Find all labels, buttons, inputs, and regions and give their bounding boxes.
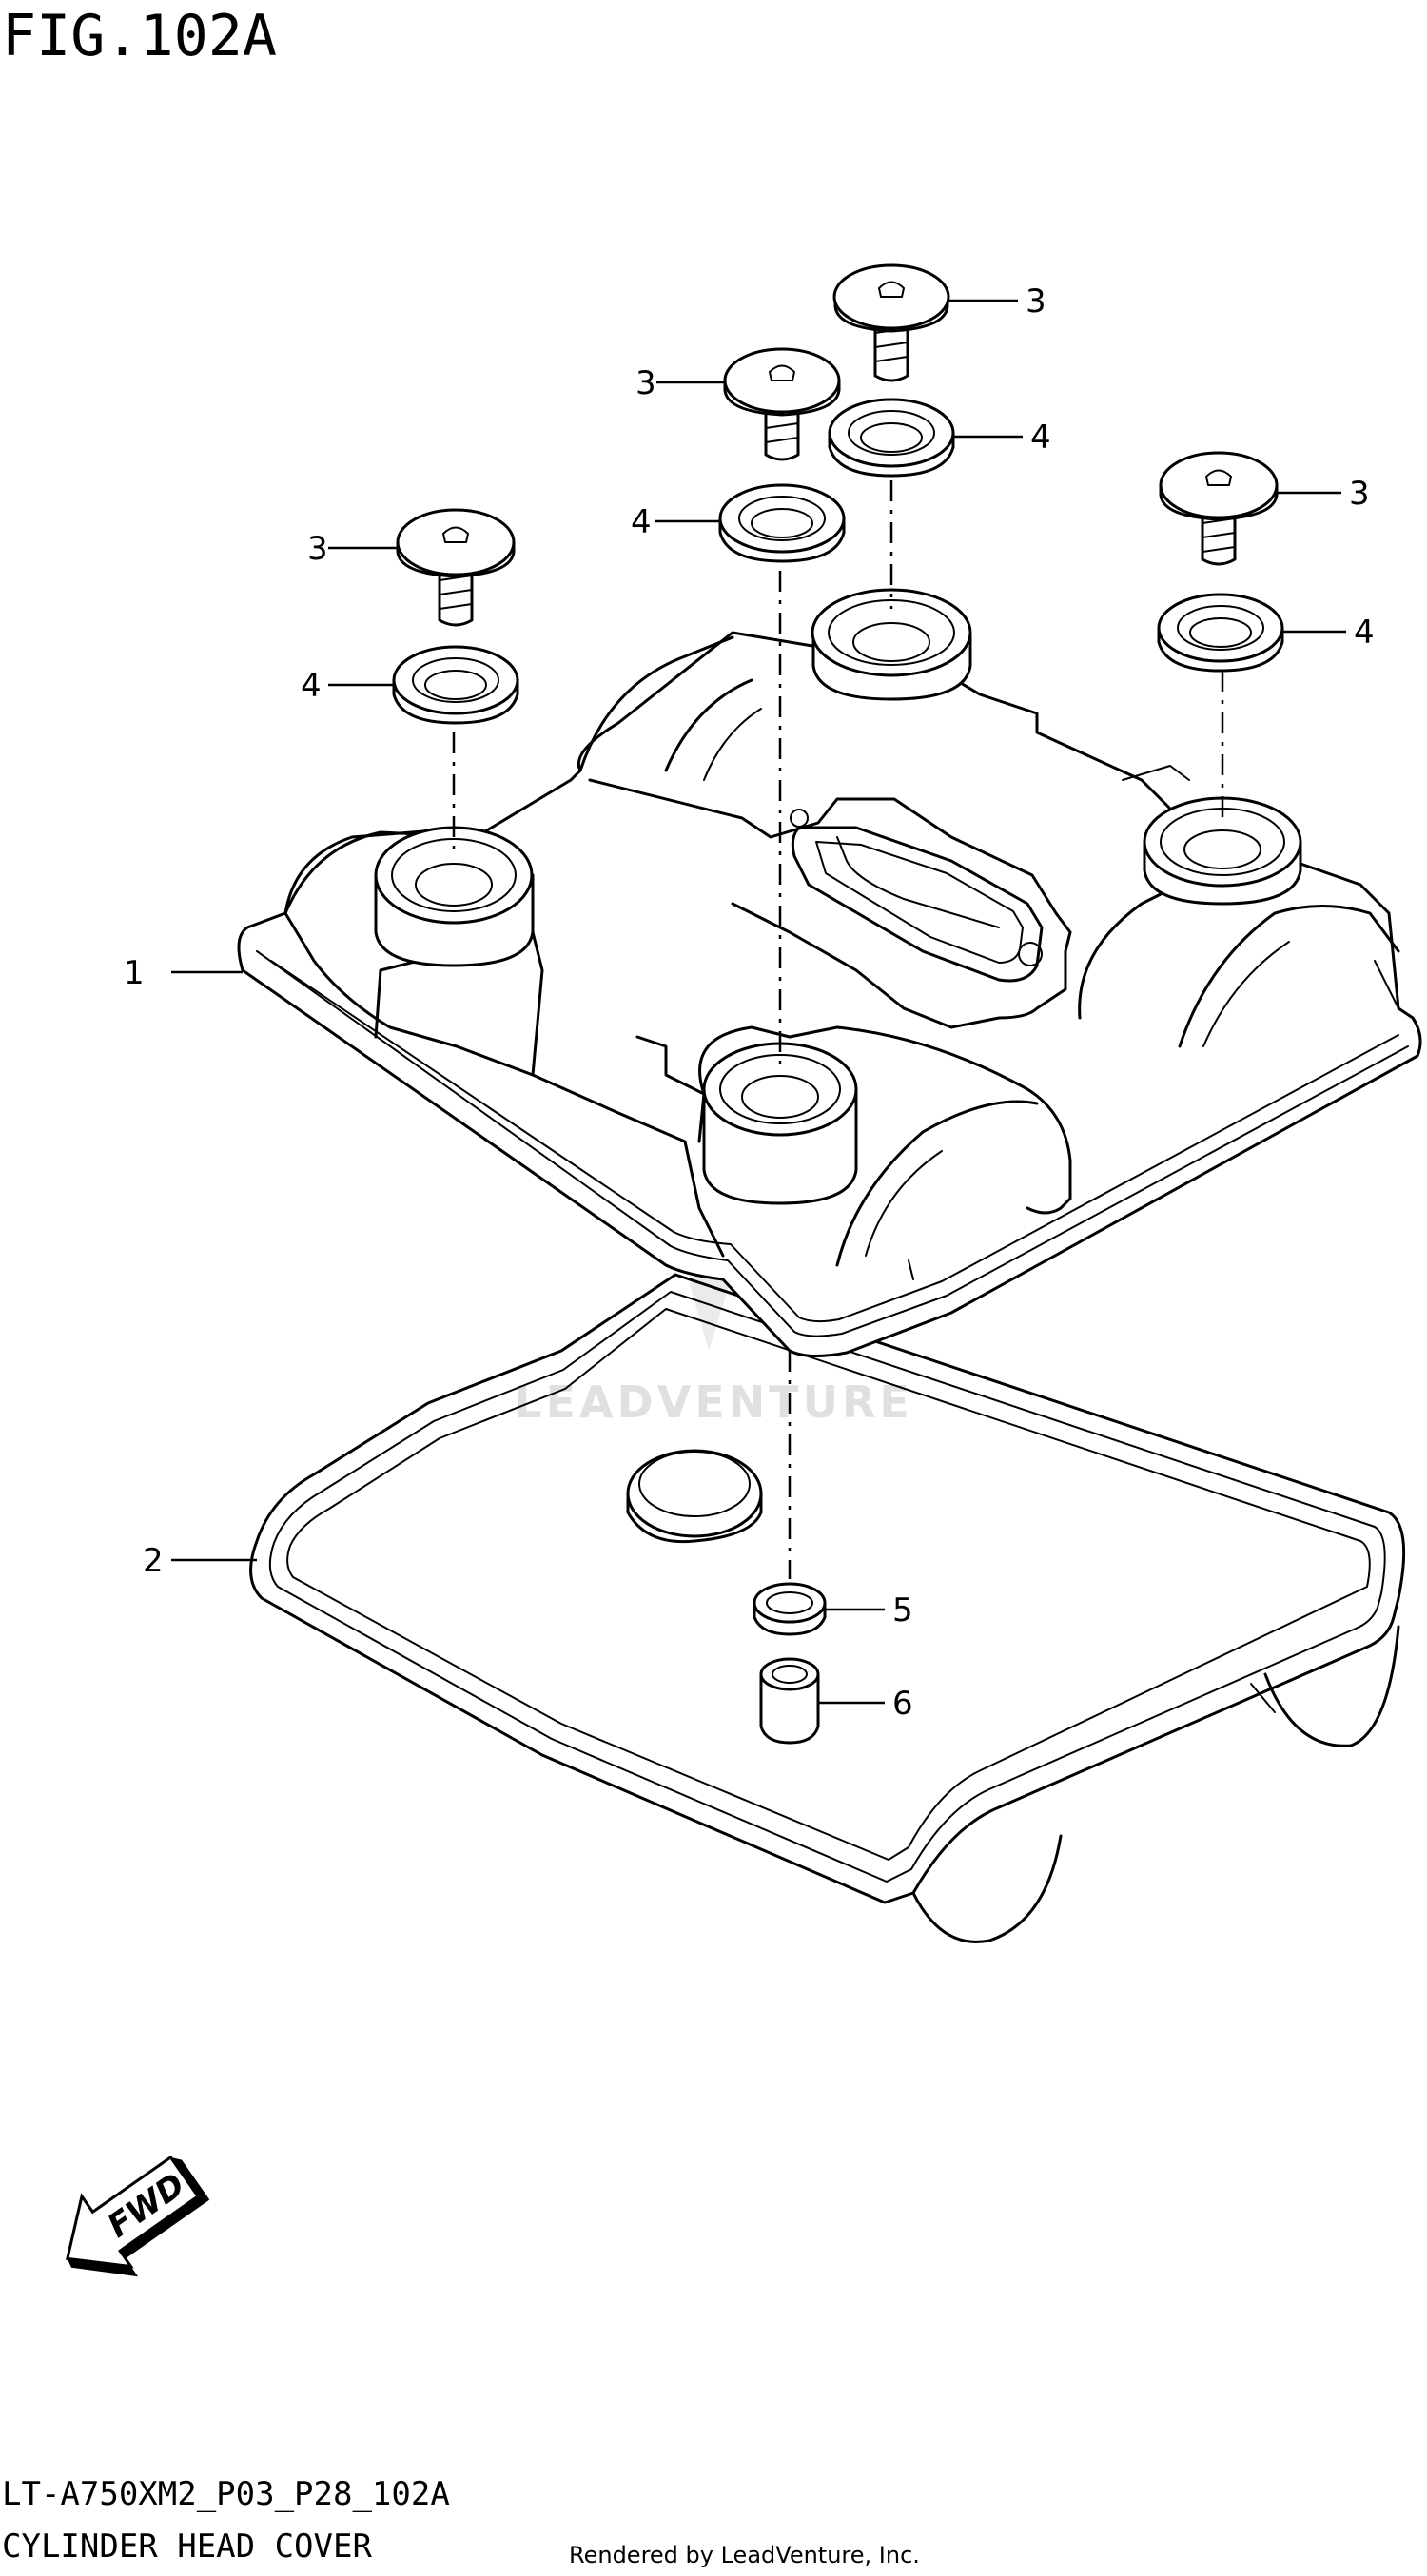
callout-6: 6 [892, 1685, 913, 1723]
figure-title: FIG.102A [2, 3, 277, 69]
callout-3-left: 3 [307, 530, 328, 568]
callout-3-center: 3 [635, 364, 656, 402]
callout-4-rear: 4 [1030, 419, 1051, 457]
bolt-part-3-right [1159, 451, 1279, 566]
rendered-by-credit: Rendered by LeadVenture, Inc. [569, 2542, 920, 2568]
watermark-text: LEADVENTURE [514, 1376, 913, 1428]
washer-part-4-left [392, 645, 519, 725]
callout-2: 2 [143, 1542, 164, 1580]
callout-3-right: 3 [1349, 475, 1370, 513]
callouts: 1 2 3 3 3 3 4 4 4 4 5 6 [124, 283, 1375, 1723]
callout-4-center: 4 [631, 503, 652, 541]
washer-part-4-right [1157, 593, 1284, 673]
bolt-part-3-left [396, 508, 516, 627]
bolt-part-3-center [723, 347, 841, 461]
callout-4-right: 4 [1354, 614, 1375, 652]
diagram-title: CYLINDER HEAD COVER [2, 2527, 372, 2566]
fwd-arrow-icon: FWD [66, 2155, 210, 2277]
callout-4-left: 4 [301, 667, 322, 705]
callout-5: 5 [892, 1591, 913, 1630]
gasket-part-2 [249, 1273, 1406, 1943]
washer-part-4-center [718, 483, 846, 563]
callout-1: 1 [124, 954, 145, 992]
dowel-pin-part-6 [759, 1657, 820, 1745]
washer-part-4-rear [828, 398, 955, 478]
callout-3-rear: 3 [1026, 283, 1046, 321]
model-code: LT-A750XM2_P03_P28_102A [2, 2475, 450, 2513]
bolt-part-3-rear [832, 263, 950, 382]
cylinder-head-cover-part-1 [237, 588, 1422, 1357]
seal-part-5 [753, 1582, 827, 1636]
assembly-centerlines [452, 480, 1224, 1579]
